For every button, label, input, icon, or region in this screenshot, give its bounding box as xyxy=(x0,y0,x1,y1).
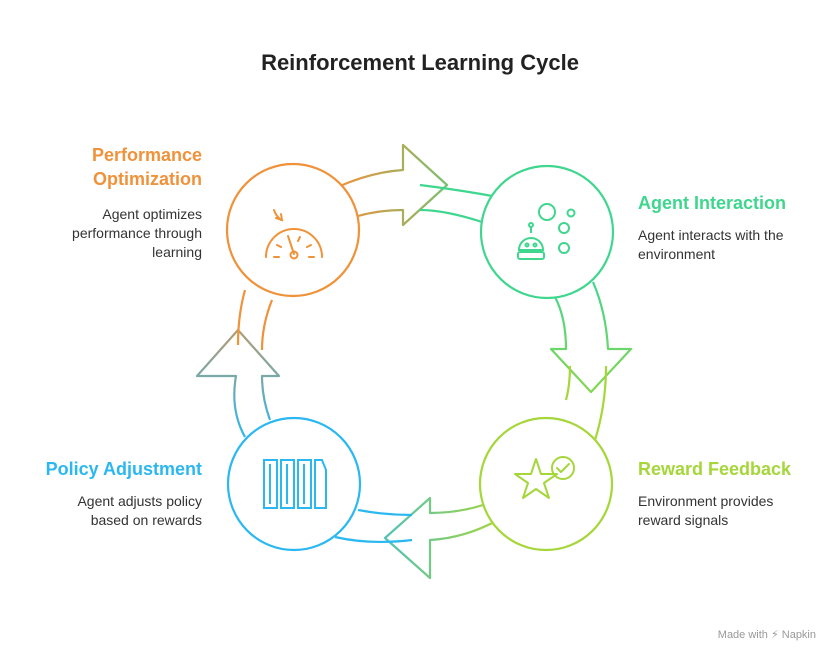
performance-desc-line2: performance through xyxy=(72,225,202,241)
arrow-reward-to-policy xyxy=(334,496,499,580)
performance-description: Agent optimizes performance through lear… xyxy=(72,205,202,262)
policy-heading: Policy Adjustment xyxy=(45,459,202,479)
arrow-performance-to-agent xyxy=(339,143,499,227)
reward-heading: Reward Feedback xyxy=(638,459,792,479)
agent-desc-line1: Agent interacts with the xyxy=(638,227,784,243)
policy-description: Agent adjusts policy based on rewards xyxy=(77,492,202,530)
policy-desc-line1: Agent adjusts policy xyxy=(77,493,202,509)
reward-desc-line2: reward signals xyxy=(638,512,729,528)
reward-description: Environment provides reward signals xyxy=(638,492,773,530)
reward-desc-line1: Environment provides xyxy=(638,493,774,509)
agent-circle xyxy=(479,164,615,300)
robot-bubbles-icon xyxy=(517,203,576,260)
reward-circle xyxy=(478,416,614,552)
performance-desc-line1: Agent optimizes xyxy=(102,206,202,222)
diagram-title: Reinforcement Learning Cycle xyxy=(261,50,579,75)
agent-description: Agent interacts with the environment xyxy=(638,226,784,264)
arrow-agent-to-reward xyxy=(549,281,633,441)
star-check-icon xyxy=(514,456,575,499)
speedometer-icon xyxy=(265,209,323,260)
agent-desc-line2: environment xyxy=(638,246,716,262)
policy-bars-icon xyxy=(263,459,327,509)
agent-heading: Agent Interaction xyxy=(638,193,787,213)
policy-desc-line2: based on rewards xyxy=(90,512,202,528)
performance-desc-line3: learning xyxy=(152,244,202,260)
performance-heading-line2: Optimization xyxy=(93,169,202,189)
napkin-watermark: Made with ⚡ Napkin xyxy=(717,629,816,641)
arrow-policy-to-performance xyxy=(195,289,281,438)
performance-heading: Performance Optimization xyxy=(92,143,202,191)
performance-heading-line1: Performance xyxy=(91,145,202,165)
